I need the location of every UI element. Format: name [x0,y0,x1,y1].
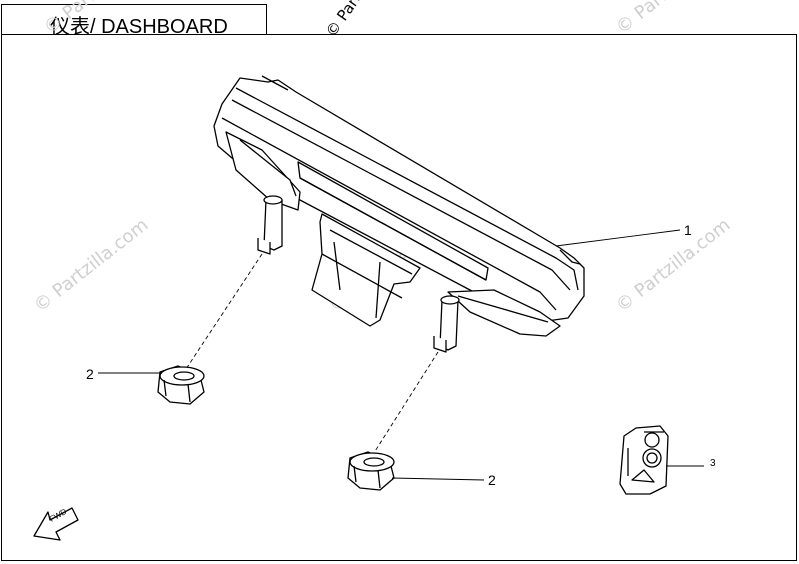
leader-lines [98,229,704,481]
callout-label: 3 [710,458,716,469]
diagram-frame [1,34,797,561]
fwd-arrow-icon [33,507,79,541]
page-title: 仪表/ DASHBOARD [50,16,228,38]
assembly-lines [183,253,439,457]
callout-label: 1 [684,222,692,238]
title-box: 仪表/ DASHBOARD [1,4,267,38]
nut [347,451,395,491]
callout-label: 2 [488,472,496,488]
dashboard-cluster [213,75,585,353]
nut [157,365,205,405]
callout-label: 2 [86,366,94,382]
switch [619,425,669,495]
